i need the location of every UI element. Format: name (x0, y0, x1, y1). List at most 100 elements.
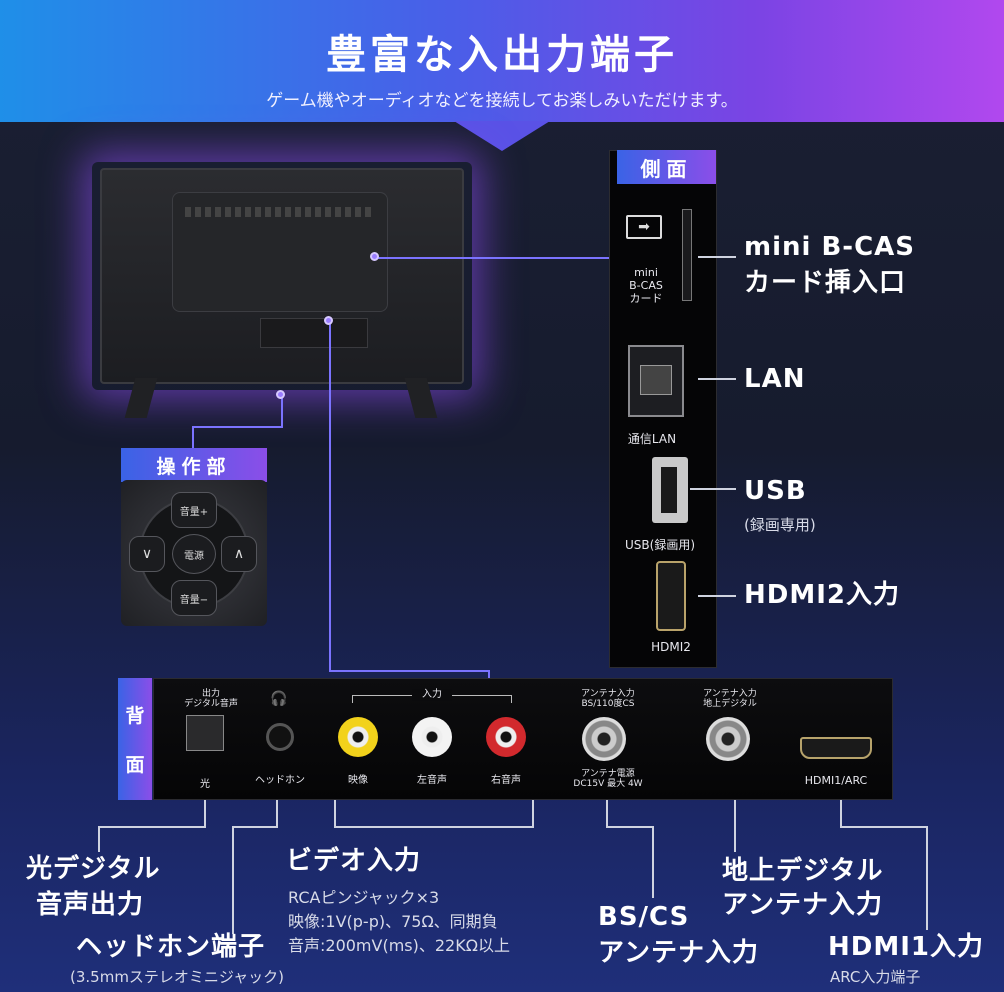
hdmi1-label: HDMI1/ARC (804, 774, 868, 787)
terr-top-label-2: 地上デジタル (703, 699, 757, 709)
tv-connector-panel (260, 318, 368, 348)
card-insert-icon: ➡ (626, 215, 662, 239)
callout-line-lan (698, 378, 736, 380)
bs-top-label-2: BS/110度CS (581, 699, 635, 709)
callout-bcas-2: カード挿入口 (744, 268, 907, 298)
label-bscs-1: BS/CS (598, 902, 690, 932)
label-video: ビデオ入力 (286, 846, 422, 876)
callout-hdmi2: HDMI2入力 (744, 580, 900, 610)
label-optical-2: 音声出力 (36, 890, 145, 920)
callout-bcas-1: mini B-CAS (744, 232, 916, 262)
callout-line-headphone-h (232, 826, 278, 828)
page-title: 豊富な入出力端子 (326, 31, 678, 78)
callout-line-hdmi1-drop (926, 826, 928, 930)
optical-top-label-1: 出力 (201, 689, 220, 699)
volume-up-button[interactable]: 音量+ (171, 492, 217, 528)
hdmi2-port-label: HDMI2 (651, 640, 691, 654)
connector-dot-rear (324, 316, 333, 325)
connector-line-side (375, 257, 609, 259)
tv-back-plate (172, 192, 388, 312)
callout-line-optical-h (98, 826, 206, 828)
channel-up-button[interactable]: ∧ (221, 536, 257, 572)
connector-line-rear-h (329, 670, 490, 672)
tv-vents (185, 207, 375, 217)
bcas-slot (682, 209, 692, 301)
label-hdmi1: HDMI1入力 (828, 932, 984, 962)
hdmi1-port (800, 737, 872, 759)
headphone-icon: 🎧 (270, 691, 288, 707)
rear-tag: 背 面 (118, 678, 152, 800)
label-optical-1: 光デジタル (26, 854, 161, 884)
label-headphone-sub: (3.5mmステレオミニジャック) (70, 968, 285, 986)
input-group-label: 入力 (412, 689, 452, 701)
callout-line-video-left (334, 800, 336, 828)
callout-line-bs-drop (652, 826, 654, 898)
label-video-sub-3: 音声:200mV(ms)、22KΩ以上 (288, 936, 510, 955)
channel-down-button[interactable]: ∨ (129, 536, 165, 572)
arrow-right-icon: ➡ (638, 219, 650, 235)
connector-line-rear-drop (488, 670, 490, 680)
callout-line-video-right (532, 800, 534, 828)
terr-top-label-1: アンテナ入力 (703, 689, 757, 699)
callout-line-bs-v (606, 800, 608, 828)
side-panel: ➡ mini B-CAS カード 通信LAN USB(録画用) HDMI2 (609, 150, 717, 668)
label-hdmi1-sub: ARC入力端子 (830, 968, 921, 986)
rear-panel: 出力 デジタル音声 光 🎧 ヘッドホン 入力 映像 左音声 右音声 アンテナ入力… (153, 678, 893, 800)
callout-usb: USB (744, 476, 807, 506)
connector-dot-side (370, 252, 379, 261)
control-panel: 音量+ 音量− ∨ ∧ 電源 (121, 480, 267, 626)
header-banner (0, 0, 1004, 122)
usb-port-label: USB(録画用) (625, 538, 695, 552)
video-label: 映像 (348, 775, 368, 786)
video-jack-yellow (338, 717, 378, 757)
connector-line-control-drop (192, 426, 194, 448)
right-audio-label: 右音声 (491, 775, 521, 786)
usb-port (652, 457, 688, 523)
callout-line-optical-drop (98, 826, 100, 852)
callout-line-terr-v (734, 800, 736, 852)
bs-bottom-label-1: アンテナ電源 (581, 769, 635, 779)
label-bscs-2: アンテナ入力 (598, 938, 759, 968)
side-tag: 側面 (617, 150, 716, 184)
lan-port-label: 通信LAN (627, 432, 677, 446)
headphone-jack (266, 723, 294, 751)
callout-line-hdmi1-v (840, 800, 842, 828)
label-video-sub-2: 映像:1V(p-p)、75Ω、同期負 (288, 912, 498, 931)
control-tag: 操作部 (121, 448, 267, 482)
callout-line-video-h (334, 826, 534, 828)
connector-line-control-h (192, 426, 283, 428)
connector-line-control-v (281, 396, 283, 426)
rear-tag-1: 背 (125, 705, 145, 727)
label-terr-2: アンテナ入力 (722, 890, 883, 920)
bs-bottom-label-2: DC15V 最大 4W (573, 779, 643, 789)
callout-usb-sub: (録画専用) (744, 516, 816, 534)
terrestrial-antenna-port (706, 717, 750, 761)
callout-line-usb (690, 488, 736, 490)
connector-line-rear-v (329, 322, 331, 670)
callout-line-headphone-v (276, 800, 278, 828)
tv-back-image (100, 168, 464, 384)
callout-line-optical-v (204, 800, 206, 828)
bcas-port-label-2: B-CAS (629, 279, 663, 292)
right-audio-jack-red (486, 717, 526, 757)
connector-dot-control (276, 390, 285, 399)
callout-line-hdmi2 (698, 595, 736, 597)
volume-down-button[interactable]: 音量− (171, 580, 217, 616)
optical-port (186, 715, 224, 751)
callout-line-bcas (698, 256, 736, 258)
callout-line-headphone-drop (232, 826, 234, 934)
header-notch (454, 121, 550, 151)
left-audio-jack-white (412, 717, 452, 757)
rear-tag-2: 面 (125, 754, 145, 776)
lan-port (628, 345, 684, 417)
optical-top-label-2: デジタル音声 (184, 699, 238, 709)
optical-bottom-label: 光 (200, 779, 210, 790)
label-headphone: ヘッドホン端子 (76, 932, 266, 962)
bs-cs-antenna-port (582, 717, 626, 761)
headphone-bottom-label: ヘッドホン (255, 775, 305, 786)
bcas-port-label-3: カード (629, 292, 663, 305)
callout-lan: LAN (744, 364, 806, 394)
bs-top-label-1: アンテナ入力 (581, 689, 635, 699)
power-button[interactable]: 電源 (172, 534, 216, 574)
left-audio-label: 左音声 (417, 775, 447, 786)
